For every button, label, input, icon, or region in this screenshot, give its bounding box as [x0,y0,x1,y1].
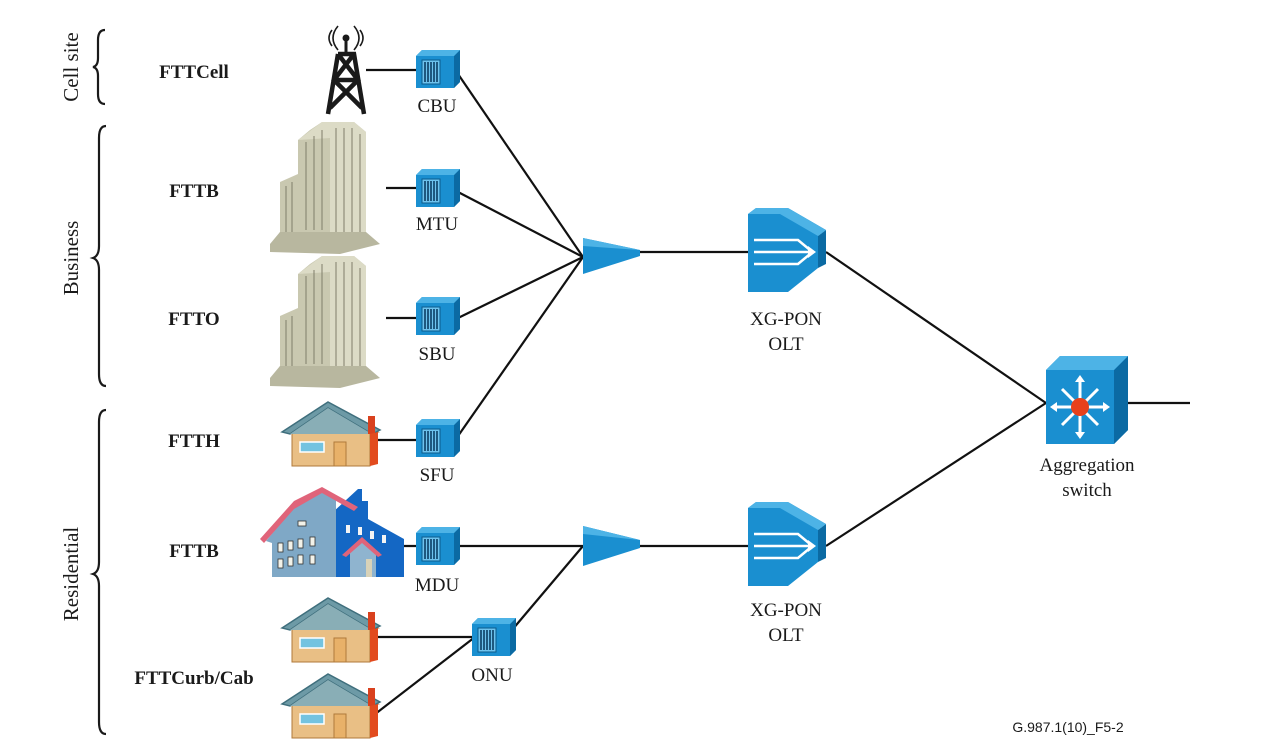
cell-tower-icon [325,25,367,115]
office-building-icon [269,121,381,255]
olt-device-icon [748,502,826,586]
onu-label-cbu: CBU [417,96,456,117]
aggregation-switch-icon [1046,356,1128,444]
service-label-fttcell: FTTCell [159,62,229,83]
service-label-ftto: FTTO [168,309,219,330]
onu-device-onu-icon [471,617,517,657]
brace-residential [89,408,107,736]
house-icon [281,401,381,467]
group-label-residential: Residential [59,527,83,622]
brace-cell-site [92,28,106,106]
service-label-ftth: FTTH [168,431,220,452]
olt-device-icon [748,208,826,292]
optical-splitter-icon [583,526,640,566]
service-label-fttcurb-cab: FTTCurb/Cab [134,668,253,689]
service-label-fttb-residential: FTTB [169,541,219,562]
optical-splitter-icon [583,238,640,274]
group-label-cell-site: Cell site [59,32,83,101]
onu-device-sfu-icon [415,418,461,458]
apartment-building-icon [260,487,404,577]
switch-label-line2: switch [1062,480,1112,501]
olt-label-line1: XG-PON [750,600,822,621]
house-icon [281,597,381,663]
olt-label-line2: OLT [768,625,804,646]
fiber-links [366,68,1190,719]
onu-label-mtu: MTU [416,214,459,235]
group-label-business: Business [59,221,83,296]
onu-label-mdu: MDU [415,575,460,596]
office-building-icon [269,255,381,389]
figure-id: G.987.1(10)_F5-2 [1012,719,1123,735]
onu-label-onu: ONU [471,665,512,686]
onu-device-mdu-icon [415,526,461,566]
onu-label-sfu: SFU [420,465,455,486]
onu-device-cbu-icon [415,49,461,89]
onu-label-sbu: SBU [419,344,456,365]
switch-label-line1: Aggregation [1040,455,1135,476]
olt-label-line1: XG-PON [750,309,822,330]
service-label-fttb-business: FTTB [169,181,219,202]
brace-business [89,124,107,388]
house-icon [281,673,381,739]
olt-label-line2: OLT [768,334,804,355]
onu-device-sbu-icon [415,296,461,336]
onu-device-mtu-icon [415,168,461,208]
